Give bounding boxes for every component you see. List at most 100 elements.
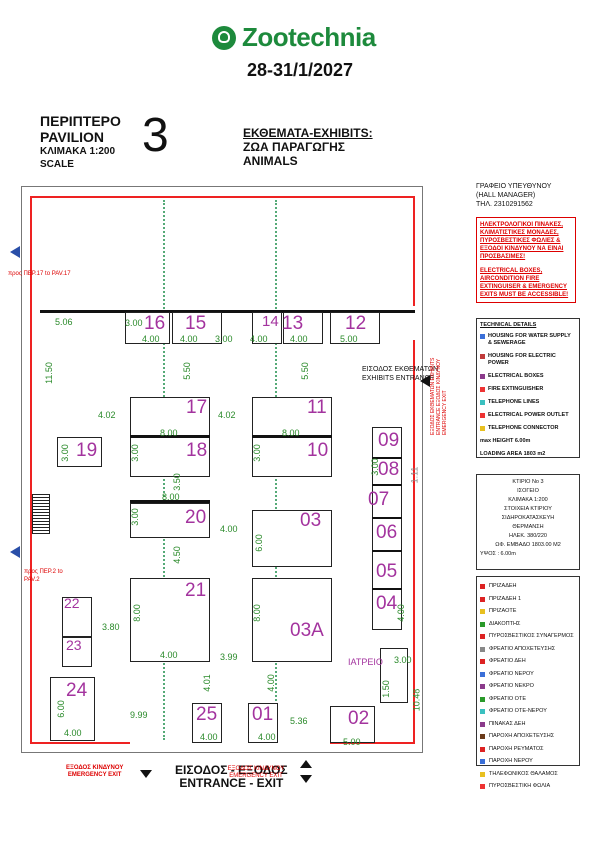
div-07-06 [372,517,402,519]
legend-item: ΦΡΕΑΤΙΟ ΔΕΗ [480,655,576,668]
dim-label: 8.00 [162,492,180,502]
dim-label: 3.00 [129,444,140,462]
pavilion-title: ΠΕΡΙΠΤΕΡΟ PAVILION ΚΛΙΜΑΚΑ 1:200 SCALE [40,113,121,171]
inner-wall-top [30,196,415,198]
dim-label: 4.50 [171,546,182,564]
emergency-exit-left-gr: ΕΞΟΔΟΣ ΚΙΝΔΥΝΟΥ [66,765,124,771]
legend-item-label: ΦΡΕΑΤΙΟ ΔΕΗ [489,658,526,664]
exhibits-entrance[interactable]: ΕΙΣΟΔΟΣ ΕΚΘΕΜΑΤΩΝ EXHIBITS ENTRANCE [362,365,438,383]
booth-13[interactable] [283,312,323,344]
booth-11[interactable] [252,397,332,437]
booth-21[interactable] [130,578,210,662]
info-height: ΥΨΟΣ : 6.00m [480,551,516,557]
booth-20[interactable] [130,503,210,538]
dim-label: 3.00 [215,334,233,344]
legend-item: ΠΡΙΖΑΟΤΕ [480,605,576,618]
building-info: ΚΤΙΡΙΟ No 3 ΙΣΟΓΕΙΟ ΚΛΙΜΑΚΑ 1:200 ΣΤΟΙΧΕ… [476,474,580,570]
legend-symbol-icon [480,621,485,627]
booth-10-label: 10 [307,440,329,461]
info-structure: ΣΙΔΗΡΟΚΑΤΑΣΚΕΥΗ [501,515,555,521]
dim-label: 5.06 [55,317,73,327]
emergency-exit-left[interactable]: ΕΞΟΔΟΣ ΚΙΝΔΥΝΟΥ EMERGENCY EXIT [66,765,123,779]
cow-logo-icon [212,25,236,50]
booth-01[interactable] [248,703,278,743]
technical-item: ELECTRICAL BOXES [480,373,576,380]
legend-symbol-icon [480,634,485,640]
dim-label: 4.02 [98,410,116,420]
booth-18[interactable] [130,437,210,477]
booth-25-label: 25 [196,704,218,725]
technical-symbol-icon [480,400,485,405]
booth-10[interactable] [252,437,332,477]
legend-symbol-icon [480,659,485,665]
legend-item: ΦΡΕΑΤΙΟ ΝΕΚΡΟ [480,680,576,693]
to-pavilion-17[interactable]: προς ΠΕΡ.17 to PAV.17 [8,271,71,277]
divider-20-top [130,500,210,503]
exhibits-title: ΕΚΘΕΜΑΤΑ-EXHIBITS: [243,126,373,140]
legend-item-label: ΦΡΕΑΤΙΟ ΟΤΕ [489,695,526,702]
info-heading: ΣΤΟΙΧΕΙΑ ΚΤΙΡΙΟΥ [504,506,552,512]
booth-24-label: 24 [66,680,88,701]
medical-office [380,648,408,703]
dim-label: 4.01 [201,674,212,692]
hall-outline [21,186,423,753]
dim-label: 4.00 [265,674,276,692]
exhibits-entrance-en: EXHIBITS ENTRANCE [362,375,435,382]
booth-12[interactable] [330,312,380,344]
booth-24[interactable] [50,677,95,741]
booth-21-label: 21 [185,580,207,601]
booth-23[interactable] [62,637,92,667]
technical-item: HOUSING FOR WATER SUPPLY & SEWERAGE [480,333,576,347]
legend-item-label: ΠΑΡΟΧΗ ΝΕΡΟΥ [489,758,533,764]
to-pavilion-2[interactable]: προς ΠΕΡ.2 to PAV.2 [24,569,63,583]
legend-item: ΤΗΛΕΦΩΝΙΚΟΣ ΘΑΛΑΜΟΣ [480,768,576,781]
technical-item-label: TELEPHONE LINES [488,399,540,405]
booth-20-label: 20 [185,507,207,528]
technical-symbol-icon [480,354,485,359]
dim-label: 4.00 [64,728,82,738]
exhibits-entrance-gr: ΕΙΣΟΔΟΣ ΕΚΘΕΜΑΤΩΝ [362,366,439,373]
technical-item: TELEPHONE CONNECTOR [480,425,576,432]
booth-01-label: 01 [252,704,274,725]
booth-16[interactable] [125,312,170,344]
booth-25[interactable] [192,703,222,743]
info-area: ΩΦ. ΕΜΒΑΔΟ 1803.00 Μ2 [495,542,561,548]
inner-wall-right [413,196,415,306]
technical-item-label: HOUSING FOR WATER SUPPLY & SEWERAGE [488,333,571,346]
booth-13-label: 13 [282,313,304,334]
dim-label: 10.48 [411,688,422,712]
dim-label: 1.11 [409,466,420,484]
technical-item: LOADING AREA 1803 m2 [480,451,576,458]
side-emergency-exit[interactable]: ΕΞΟΔΟΣ ΕΚΘΕΜΑΤΩΝ EXHIBITS ENTRANCE ΕΞΟΔΟ… [430,357,448,435]
inner-wall-bottom-right [330,742,415,744]
booth-12-label: 12 [345,313,367,334]
booth-03a[interactable] [252,578,332,662]
booth-16-label: 16 [144,313,166,334]
booth-15[interactable] [172,312,222,344]
manager-line1: ΓΡΑΦΕΙΟ ΥΠΕΥΘΥΝΟΥ [476,183,552,190]
legend-item-label: ΠΡΙΖΑΔΕΗ [489,583,517,589]
booth-19[interactable] [57,437,102,467]
booth-14[interactable] [252,312,282,344]
technical-item: HOUSING FOR ELECTRIC POWER [480,353,576,367]
technical-item: TELEPHONE LINES [480,399,576,406]
dim-label: 4.00 [142,334,160,344]
legend-item-label: ΦΡΕΑΤΙΟ ΝΕΚΡΟ [489,683,534,689]
technical-item: FIRE EXTINGUISHER [480,386,576,393]
dim-label: 3.00 [394,655,412,665]
main-entrance-exit[interactable]: ΕΙΣΟΔΟΣ - ΕΞΟΔΟΣ ENTRANCE - EXIT [175,764,288,790]
dim-label: 3.00 [59,444,70,462]
booth-22[interactable] [62,597,92,637]
legend-item-label: ΠΙΝΑΚΑΣ ΔΕΗ [489,720,526,727]
legend-item-label: ΠΑΡΟΧΗ ΑΠΟΧΕΤΕΥΣΗΣ [489,733,555,739]
booth-03[interactable] [252,510,332,567]
booth-17[interactable] [130,397,210,437]
event-dates: 28-31/1/2027 [246,60,354,80]
booth-02[interactable] [330,706,375,743]
arrow-down-icon [300,775,312,783]
emergency-exit-middle[interactable]: ΕΞΟΔΟΣ ΚΙΝΔΥΝΟΥ EMERGENCY EXIT [227,766,285,779]
dim-label: 3.80 [102,622,120,632]
dim-label: 8.00 [131,604,142,622]
legend-item: ΦΡΕΑΤΙΟ ΝΕΡΟΥ [480,668,576,681]
dim-label: 3.99 [220,652,238,662]
